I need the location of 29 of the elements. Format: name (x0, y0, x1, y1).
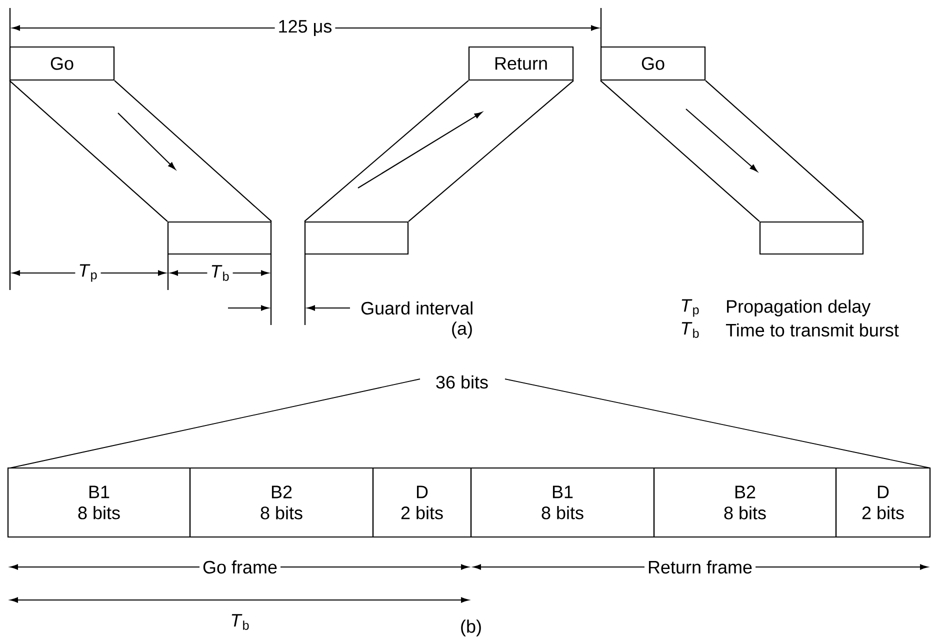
burst-band (600, 80, 864, 222)
dimension-label: T$_{b}$ (227, 611, 253, 633)
dimension-label: T$_{b}$ (207, 262, 233, 284)
dimension-label: T$_{p}$ (75, 261, 101, 285)
panel-label: (b) (457, 616, 485, 638)
symbol-label: T$_{p}$ (677, 296, 703, 320)
panel-label: (a) (448, 318, 476, 342)
dimension-label: 36 bits (432, 372, 492, 392)
burst-band (8, 80, 272, 222)
legend-text: Propagation delay (722, 296, 874, 320)
table-cell: B1 8 bits (7, 467, 191, 538)
dimension-label: Go frame (200, 557, 281, 577)
symbol-label: T$_{b}$ (677, 319, 703, 341)
legend-text: Time to transmit burst (722, 320, 902, 340)
burst-box (304, 221, 409, 255)
table-cell: D 2 bits (372, 467, 472, 538)
dimension-label: Guard interval (358, 298, 477, 318)
table-cell: B2 8 bits (653, 467, 837, 538)
return-box: Return (468, 46, 574, 81)
burst-band (304, 80, 574, 222)
table-cell: B1 8 bits (470, 467, 655, 538)
burst-box (167, 221, 272, 255)
go-box: Go (600, 46, 706, 81)
burst-box (759, 221, 864, 255)
dimension-label: 125 μs (274, 16, 336, 39)
go-box: Go (9, 46, 115, 81)
table-cell: D 2 bits (835, 467, 931, 538)
dimension-label: Return frame (644, 557, 756, 577)
table-cell: B2 8 bits (189, 467, 374, 538)
